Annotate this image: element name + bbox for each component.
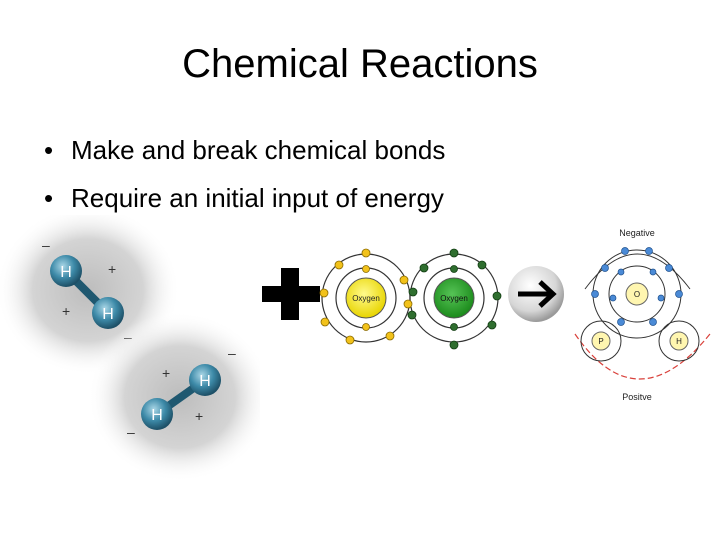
slide-title: Chemical Reactions <box>182 42 538 86</box>
water-molecule-illustration: Negative Positve O P H <box>574 228 711 402</box>
charge-plus: + <box>62 303 70 319</box>
hydrogen-nucleus <box>669 331 689 351</box>
charge-plus: + <box>108 261 116 277</box>
bullet-item: • Make and break chemical bonds <box>44 135 445 183</box>
positive-arc <box>574 333 711 380</box>
right-arrow-icon <box>508 266 564 322</box>
polarity-label-negative: Negative <box>619 228 655 238</box>
bullet-list: • Make and break chemical bonds • Require … <box>44 135 445 231</box>
atom-label: H <box>60 264 72 281</box>
charge-plus: + <box>162 365 170 381</box>
atom-label: H <box>676 337 682 346</box>
oxygen-nucleus <box>625 282 649 306</box>
bullet-text: Require an initial input of energy <box>71 183 444 213</box>
bullet-item: • Require an initial input of energy <box>44 183 445 231</box>
atom-label: Oxygen <box>352 294 380 303</box>
charge-minus: – <box>127 424 135 440</box>
hydrogen-atom <box>92 297 124 329</box>
oxygen-nucleus <box>345 277 387 319</box>
electron-shell <box>608 265 666 323</box>
hydrogen-atom <box>50 255 82 287</box>
polarity-label-positive: Positve <box>622 392 652 402</box>
oxygen-molecule-illustration: Oxygen Oxygen <box>319 248 502 350</box>
electron-shell <box>658 320 700 362</box>
oxygen-nucleus <box>433 277 475 319</box>
bullet-text: Make and break chemical bonds <box>71 135 446 165</box>
atom-label: O <box>634 290 640 299</box>
electron-group <box>319 248 413 345</box>
charge-minus: – <box>228 345 236 361</box>
bullet-dot: • <box>44 183 54 213</box>
atom-label: Oxygen <box>440 294 468 303</box>
atom-label: P <box>598 337 603 346</box>
hydrogen-nucleus <box>591 331 611 351</box>
hydrogen-atom <box>141 398 173 430</box>
hydrogen-atom <box>189 364 221 396</box>
bullet-dot: • <box>44 135 54 165</box>
atom-label: H <box>199 373 211 390</box>
electron-cloud <box>88 312 260 482</box>
atom-label: H <box>151 407 163 424</box>
electron-group <box>591 247 683 326</box>
charge-minus: – <box>42 237 50 253</box>
plus-icon <box>262 268 320 320</box>
hydrogen-molecules-illustration: H H – + + – H H – + + – <box>0 215 260 482</box>
atom-label: H <box>102 306 114 323</box>
charge-plus: + <box>195 408 203 424</box>
electron-shell <box>580 320 622 362</box>
electron-group <box>407 248 502 350</box>
